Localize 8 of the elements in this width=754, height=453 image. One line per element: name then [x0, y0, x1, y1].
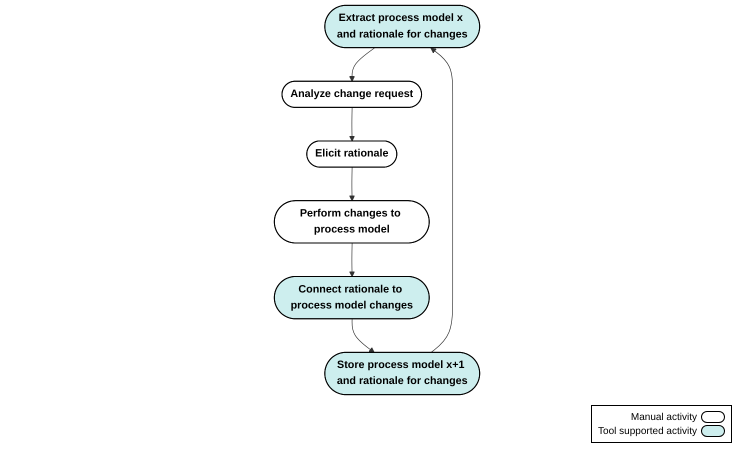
legend-label: Tool supported activity	[598, 426, 697, 436]
arrow	[352, 318, 375, 353]
arrow	[349, 167, 355, 202]
arrow	[349, 242, 355, 278]
arrow	[430, 48, 454, 354]
legend-label: Manual activity	[630, 412, 697, 422]
arrow	[349, 107, 355, 142]
arrow	[349, 48, 375, 82]
